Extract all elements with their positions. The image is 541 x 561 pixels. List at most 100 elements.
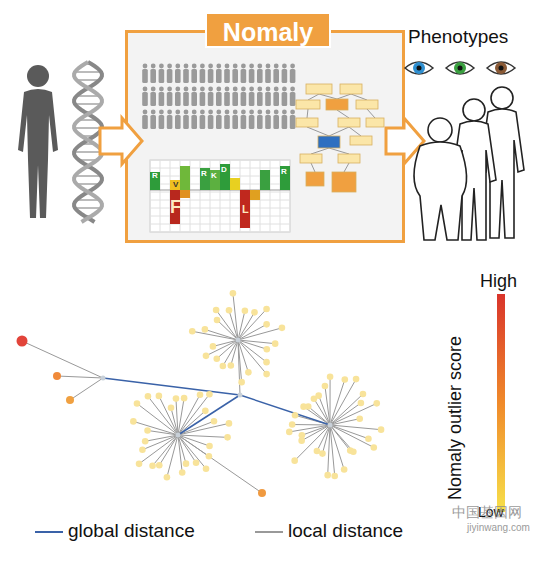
sample-dot: [214, 317, 221, 324]
local-edge: [231, 340, 238, 365]
local-edge: [295, 415, 330, 425]
sample-dot: [228, 362, 235, 369]
sample-dot: [130, 418, 137, 425]
watermark: jiyinwang.com: [467, 523, 530, 533]
sample-dot: [144, 427, 151, 434]
local-edge: [178, 435, 262, 493]
global-edge: [240, 395, 330, 425]
local-edge: [142, 435, 178, 450]
axis-title: Nomaly outlier score: [446, 336, 464, 500]
local-edge: [57, 376, 103, 378]
sample-dot: [356, 415, 363, 422]
sample-dot: [300, 403, 307, 410]
sample-dot: [373, 400, 380, 407]
residue-letter: V: [173, 181, 178, 189]
junction-dot: [236, 338, 241, 343]
local-edge: [238, 328, 282, 340]
sample-dot: [360, 391, 367, 398]
sample-dot: [245, 369, 252, 376]
sample-dot: [202, 326, 209, 333]
local-edge: [330, 425, 350, 451]
local-edge: [330, 379, 356, 425]
junction-dot: [176, 433, 181, 438]
residue-letter: R: [152, 172, 158, 180]
scale-label: High: [480, 272, 517, 290]
sample-dot: [263, 321, 270, 328]
local-edge: [176, 399, 178, 435]
local-edge: [70, 378, 103, 400]
local-edge: [178, 435, 186, 464]
dna-rung: [85, 111, 92, 113]
local-edge: [304, 407, 330, 425]
local-edge: [148, 396, 178, 435]
watermark: 中国基因网: [452, 505, 522, 519]
sample-dot: [230, 290, 237, 297]
local-edge: [137, 404, 178, 435]
sample-dot: [213, 307, 220, 314]
local-edge: [317, 425, 330, 451]
dna-rung: [75, 207, 101, 209]
local-edge: [178, 435, 209, 456]
local-edge: [171, 408, 178, 435]
section-label: Phenotypes: [408, 27, 508, 46]
global-edge: [103, 378, 240, 395]
outlier-dot: [17, 336, 28, 347]
sample-dot: [242, 308, 249, 315]
local-edge: [192, 331, 238, 340]
junction-dot: [328, 423, 333, 428]
sample-dot: [213, 355, 220, 362]
dna-rung: [85, 63, 92, 65]
local-edge: [330, 425, 368, 439]
local-edge: [319, 396, 330, 425]
local-edge: [133, 421, 178, 435]
dna-strand: [74, 62, 102, 222]
sample-dot: [263, 371, 270, 378]
sample-dot: [183, 460, 190, 467]
sample-dot: [134, 400, 141, 407]
local-edge: [238, 309, 267, 340]
outlier-dot: [53, 372, 61, 380]
local-edge: [330, 425, 374, 447]
local-edge: [238, 312, 254, 340]
local-edge: [216, 310, 238, 340]
sample-dot: [314, 448, 321, 455]
sample-dot: [272, 340, 279, 347]
dna-rung: [81, 143, 94, 145]
local-edge: [238, 340, 267, 374]
sample-dot: [179, 469, 186, 476]
sample-dot: [353, 376, 360, 383]
local-edge: [223, 340, 238, 366]
sample-dot: [311, 395, 318, 402]
local-edge: [178, 411, 205, 435]
local-edge: [167, 435, 178, 477]
dna-rung: [79, 119, 98, 121]
local-edge: [325, 386, 330, 425]
sample-dot: [347, 447, 354, 454]
sample-dot: [263, 359, 270, 366]
legend-line-sample: [35, 531, 63, 533]
local-edge: [233, 293, 238, 340]
sample-dot: [193, 459, 200, 466]
local-edge: [238, 311, 245, 340]
local-edge: [330, 425, 335, 476]
local-edge: [217, 340, 238, 359]
sample-dot: [142, 438, 149, 445]
dna-rung: [75, 175, 101, 177]
eyes: [405, 62, 515, 74]
local-edge: [238, 340, 267, 362]
dna-rung: [75, 71, 101, 73]
dna-strand: [74, 62, 102, 222]
sample-dot: [203, 353, 210, 360]
local-edge: [330, 425, 353, 452]
dna-rung: [76, 95, 99, 97]
local-edge: [314, 399, 330, 425]
local-edge: [308, 406, 330, 425]
sample-dot: [365, 435, 372, 442]
local-edge: [302, 425, 330, 441]
sample-dot: [149, 462, 156, 469]
sample-dot: [292, 412, 299, 419]
local-edge: [145, 435, 178, 441]
local-edge: [139, 435, 178, 464]
outlier-dot: [258, 489, 266, 497]
sample-dot: [299, 432, 306, 439]
